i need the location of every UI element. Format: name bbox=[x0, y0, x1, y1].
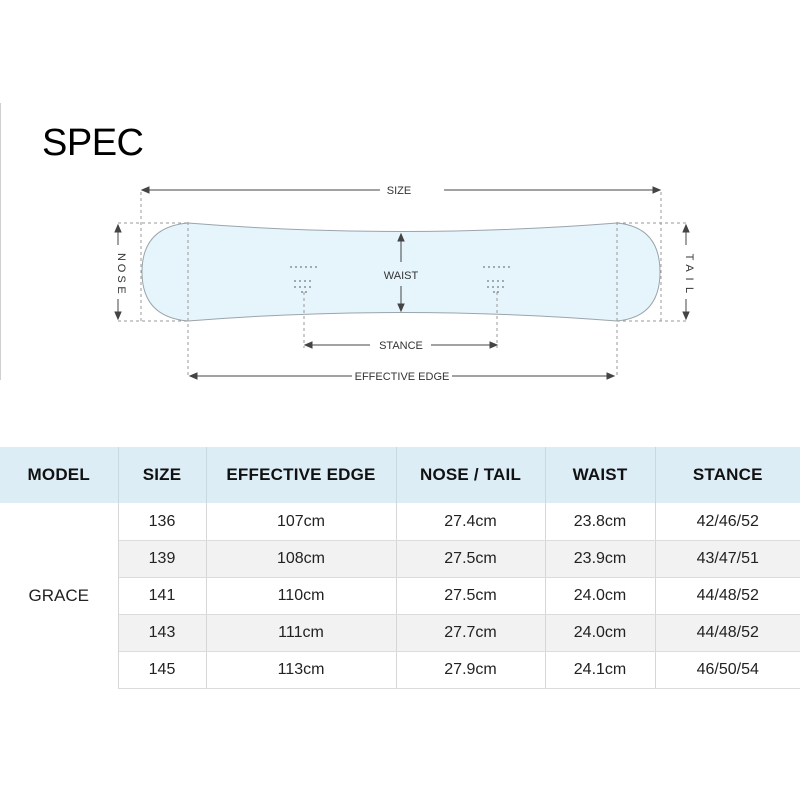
tail-label: T A I L bbox=[683, 254, 695, 293]
svg-text:T: T bbox=[683, 254, 695, 261]
table-row: 141 110cm 27.5cm 24.0cm 44/48/52 bbox=[0, 577, 800, 615]
dashed-guides bbox=[118, 192, 686, 378]
effective-edge-cell: 113cm bbox=[206, 651, 397, 689]
stance-cell: 44/48/52 bbox=[655, 614, 800, 652]
header-nose-tail: NOSE / TAIL bbox=[396, 447, 546, 503]
waist-cell: 24.0cm bbox=[545, 614, 656, 652]
binding-inserts-front bbox=[290, 266, 317, 293]
effective-edge-dimension bbox=[188, 372, 616, 380]
header-effective-edge: EFFECTIVE EDGE bbox=[206, 447, 397, 503]
nose-dimension bbox=[114, 223, 122, 321]
waist-cell: 24.1cm bbox=[545, 651, 656, 689]
size-label: SIZE bbox=[387, 185, 411, 197]
stance-cell: 43/47/51 bbox=[655, 540, 800, 578]
waist-cell: 23.9cm bbox=[545, 540, 656, 578]
nose-tail-cell: 27.9cm bbox=[396, 651, 546, 689]
size-cell: 136 bbox=[118, 503, 207, 541]
stance-cell: 46/50/54 bbox=[655, 651, 800, 689]
page-title: SPEC bbox=[42, 122, 144, 164]
stance-label: STANCE bbox=[379, 340, 423, 352]
effective-edge-cell: 107cm bbox=[206, 503, 397, 541]
left-border-line bbox=[0, 103, 1, 380]
nose-tail-cell: 27.5cm bbox=[396, 577, 546, 615]
table-row: 143 111cm 27.7cm 24.0cm 44/48/52 bbox=[0, 614, 800, 652]
table-header-row: MODEL SIZE EFFECTIVE EDGE NOSE / TAIL WA… bbox=[0, 447, 800, 503]
table-row: 139 108cm 27.5cm 23.9cm 43/47/51 bbox=[0, 540, 800, 578]
binding-inserts-rear bbox=[483, 266, 510, 293]
effective-edge-cell: 108cm bbox=[206, 540, 397, 578]
nose-tail-cell: 27.4cm bbox=[396, 503, 546, 541]
snowboard-diagram: SIZE N O S E T A I L WAIST bbox=[114, 185, 695, 383]
size-cell: 145 bbox=[118, 651, 207, 689]
effective-edge-cell: 111cm bbox=[206, 614, 397, 652]
effective-edge-label: EFFECTIVE EDGE bbox=[355, 371, 450, 383]
svg-text:L: L bbox=[683, 287, 695, 293]
header-model: MODEL bbox=[0, 447, 119, 503]
waist-dimension bbox=[397, 232, 405, 313]
svg-text:S: S bbox=[115, 275, 127, 282]
effective-edge-cell: 110cm bbox=[206, 577, 397, 615]
nose-label: N O S E bbox=[115, 253, 127, 294]
header-waist: WAIST bbox=[545, 447, 656, 503]
stance-dimension bbox=[303, 341, 499, 349]
svg-text:O: O bbox=[115, 264, 127, 273]
header-size: SIZE bbox=[118, 447, 207, 503]
size-cell: 141 bbox=[118, 577, 207, 615]
waist-cell: 24.0cm bbox=[545, 577, 656, 615]
model-cell: GRACE bbox=[0, 503, 119, 689]
waist-cell: 23.8cm bbox=[545, 503, 656, 541]
table-row: GRACE 136 107cm 27.4cm 23.8cm 42/46/52 bbox=[0, 503, 800, 689]
waist-label: WAIST bbox=[384, 270, 419, 282]
stance-cell: 44/48/52 bbox=[655, 577, 800, 615]
tail-dimension bbox=[682, 223, 690, 321]
stance-cell: 42/46/52 bbox=[655, 503, 800, 541]
size-cell: 143 bbox=[118, 614, 207, 652]
table-row: 145 113cm 27.9cm 24.1cm 46/50/54 bbox=[0, 651, 800, 689]
svg-text:I: I bbox=[683, 277, 695, 280]
size-cell: 139 bbox=[118, 540, 207, 578]
nose-tail-cell: 27.7cm bbox=[396, 614, 546, 652]
size-dimension bbox=[140, 186, 662, 194]
svg-text:A: A bbox=[683, 264, 695, 272]
header-stance: STANCE bbox=[655, 447, 800, 503]
spec-table: MODEL SIZE EFFECTIVE EDGE NOSE / TAIL WA… bbox=[0, 447, 800, 689]
svg-text:N: N bbox=[115, 253, 127, 261]
svg-text:E: E bbox=[115, 286, 127, 293]
nose-tail-cell: 27.5cm bbox=[396, 540, 546, 578]
